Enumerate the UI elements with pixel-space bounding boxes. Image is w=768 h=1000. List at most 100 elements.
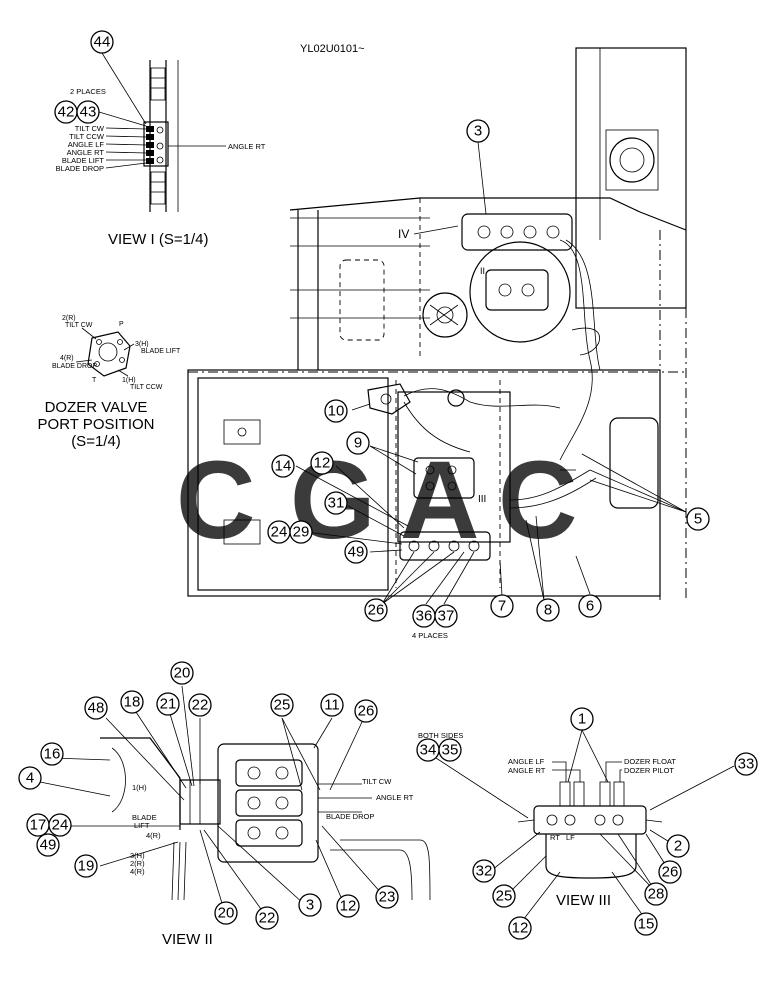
svg-text:26: 26	[662, 864, 679, 881]
port-3h: 3(H)	[135, 341, 149, 348]
svg-text:1: 1	[578, 711, 586, 728]
svg-text:25: 25	[496, 888, 513, 905]
watermark-c2: C	[498, 439, 577, 562]
callout-12: 12	[310, 451, 334, 475]
iii-angle-rt: ANGLE RT	[508, 766, 546, 775]
svg-text:34: 34	[420, 742, 437, 759]
svg-text:17: 17	[30, 817, 47, 834]
callout-ii-12: 12	[336, 894, 360, 918]
callout-ii-17: 17	[26, 813, 50, 837]
ii-tilt-cw: TILT CW	[362, 777, 392, 786]
svg-text:18: 18	[124, 694, 141, 711]
svg-text:49: 49	[348, 544, 365, 561]
fitting-stack	[146, 126, 164, 164]
port-blade-lift: BLADE LIFT	[141, 348, 181, 355]
label-blade-drop: BLADE DROP	[56, 164, 104, 173]
callout-ii-20a: 20	[170, 661, 194, 685]
callout-iii-12: 12	[508, 916, 532, 940]
view-iii: ANGLE LF ANGLE RT DOZER FLOAT DOZER PILO…	[418, 731, 676, 909]
callout-37: 37	[434, 604, 458, 628]
callout-29: 29	[289, 520, 313, 544]
callout-ii-21: 21	[156, 692, 180, 716]
ii-4r-b: 4(R)	[130, 867, 145, 876]
iii-angle-lf: ANGLE LF	[508, 757, 545, 766]
svg-text:32: 32	[476, 863, 493, 880]
svg-text:3: 3	[306, 897, 314, 914]
ii-blade-drop: BLADE DROP	[326, 812, 374, 821]
ii-angle-rt: ANGLE RT	[376, 793, 414, 802]
ii-3h: 3(H)	[130, 851, 145, 860]
watermark-a: A	[400, 439, 479, 562]
callout-iii-32: 32	[472, 859, 496, 883]
callout-ii-23: 23	[375, 885, 399, 909]
port-p: P	[119, 321, 124, 328]
svg-text:20: 20	[218, 905, 235, 922]
port-position-detail: 2(R) TILT CW P 3(H) BLADE LIFT 4(R) BLAD…	[38, 315, 181, 450]
view-i: 2 PLACES TILT CW TILT CCW ANGLE LF ANGLE…	[56, 52, 266, 248]
svg-text:42: 42	[58, 104, 75, 121]
callout-iii-1: 1	[570, 707, 594, 731]
callout-ii-24: 24	[48, 813, 72, 837]
callout-ii-3: 3	[298, 893, 322, 917]
roman-ii: II	[480, 266, 485, 276]
callout-ii-22a: 22	[188, 693, 212, 717]
callout-ii-18: 18	[120, 690, 144, 714]
callout-ii-19: 19	[74, 854, 98, 878]
port-blade-drop: BLADE DROP	[52, 363, 97, 370]
callout-5: 5	[686, 507, 710, 531]
label-tilt-ccw: TILT CCW	[69, 132, 105, 141]
svg-text:3: 3	[474, 123, 482, 140]
svg-text:44: 44	[94, 34, 111, 51]
svg-text:26: 26	[358, 703, 375, 720]
callout-3: 3	[466, 119, 490, 143]
svg-text:35: 35	[442, 742, 459, 759]
callout-ii-48: 48	[84, 696, 108, 720]
callout-42: 42	[54, 100, 78, 124]
view-i-count-note: 2 PLACES	[70, 87, 106, 96]
callout-iii-15: 15	[634, 912, 658, 936]
callout-14: 14	[271, 454, 295, 478]
svg-text:20: 20	[174, 665, 191, 682]
callout-iii-26: 26	[658, 860, 682, 884]
iii-lf: LF	[566, 833, 575, 842]
svg-text:12: 12	[340, 898, 357, 915]
callout-31: 31	[324, 491, 348, 515]
svg-text:33: 33	[738, 756, 755, 773]
svg-text:4: 4	[26, 770, 34, 787]
ii-blade-1: BLADE	[132, 813, 157, 822]
svg-text:23: 23	[379, 889, 396, 906]
port-tilt-ccw: TILT CCW	[130, 384, 163, 391]
port-tilt-cw: TILT CW	[65, 322, 93, 329]
callout-iii-33: 33	[734, 752, 758, 776]
svg-text:43: 43	[80, 104, 97, 121]
svg-text:21: 21	[160, 696, 177, 713]
svg-text:48: 48	[88, 700, 105, 717]
label-angle-rt-right: ANGLE RT	[228, 142, 266, 151]
callout-iii-28: 28	[644, 882, 668, 906]
svg-text:12: 12	[314, 455, 331, 472]
view-i-title: VIEW I (S=1/4)	[108, 231, 208, 248]
ii-1h: 1(H)	[132, 783, 147, 792]
svg-text:22: 22	[259, 910, 276, 927]
drawing-code: YL02U0101~	[300, 43, 365, 55]
svg-text:2: 2	[674, 838, 682, 855]
callout-24: 24	[267, 520, 291, 544]
callout-ii-4: 4	[18, 766, 42, 790]
callout-ii-20b: 20	[214, 901, 238, 925]
callout-ii-49: 49	[36, 833, 60, 857]
watermark-c1: C	[176, 439, 255, 562]
roman-iii: III	[478, 494, 486, 505]
callout-ii-25: 25	[270, 693, 294, 717]
svg-text:25: 25	[274, 697, 291, 714]
label-tilt-cw: TILT CW	[75, 124, 105, 133]
svg-text:6: 6	[586, 598, 594, 615]
callout-6: 6	[578, 594, 602, 618]
view-iii-title: VIEW III	[556, 892, 611, 909]
svg-text:14: 14	[275, 458, 292, 475]
svg-text:7: 7	[498, 598, 506, 615]
callout-9: 9	[346, 431, 370, 455]
port-title-2: PORT POSITION	[38, 416, 155, 433]
svg-text:5: 5	[694, 511, 702, 528]
svg-text:8: 8	[544, 602, 552, 619]
svg-text:26: 26	[368, 602, 385, 619]
